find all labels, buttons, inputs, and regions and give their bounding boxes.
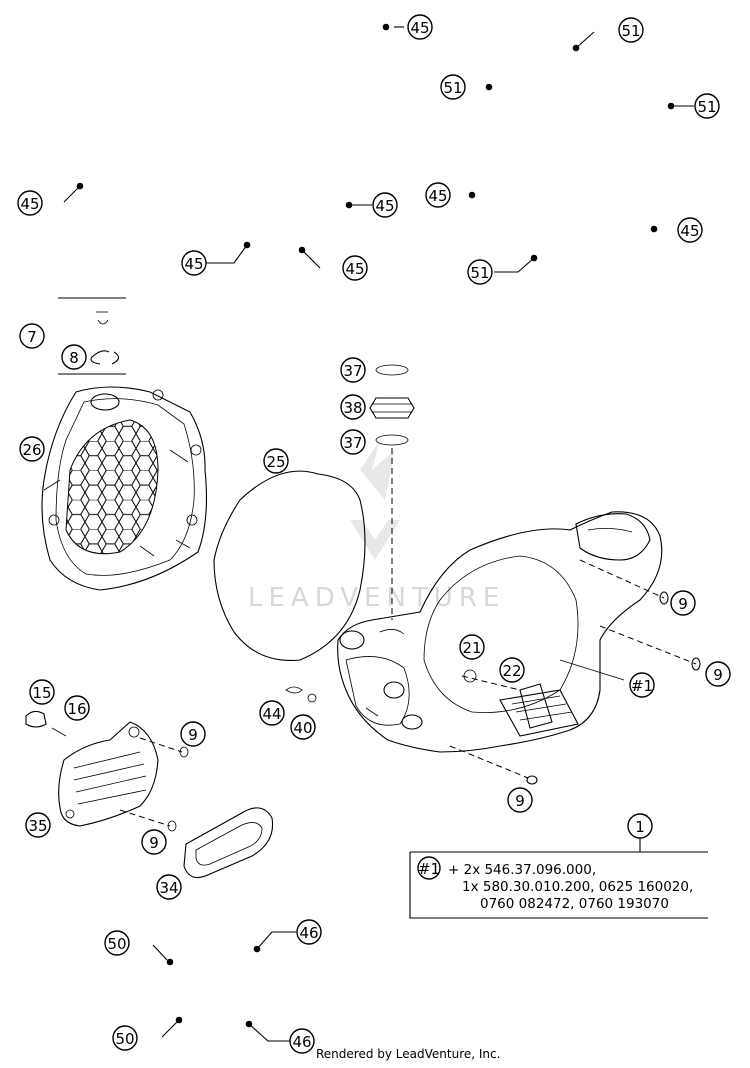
svg-text:9: 9 [188,726,198,744]
callout-51: 51 [618,17,644,43]
callout-45: 45 [425,182,451,208]
watermark-logo [350,440,400,560]
footer-credit: Rendered by LeadVenture, Inc. [316,1047,500,1061]
svg-text:22: 22 [502,662,521,680]
callout-1: 1 [627,813,653,839]
callout-9: 9 [670,590,696,616]
callout-46: 46 [289,1028,315,1054]
svg-text:#1: #1 [631,677,653,695]
callout-9: 9 [705,661,731,687]
note-line-2: 1x 580.30.010.200, 0625 160020, [462,879,693,895]
svg-text:46: 46 [299,924,318,942]
svg-text:1: 1 [635,818,645,836]
svg-text:16: 16 [67,700,86,718]
svg-text:9: 9 [713,666,723,684]
part-15-16 [25,710,67,737]
callout-50: 50 [112,1025,138,1051]
svg-text:#1: #1 [418,860,440,878]
svg-text:21: 21 [462,639,481,657]
svg-text:25: 25 [266,453,285,471]
svg-text:45: 45 [20,195,39,213]
callout-40: 40 [290,714,316,740]
svg-text:37: 37 [343,362,362,380]
svg-text:51: 51 [621,22,640,40]
callout-7: 7 [19,323,45,349]
callout-37: 37 [340,429,366,455]
leader-lines [63,23,694,1042]
note-line-1: + 2x 546.37.096.000, [448,862,596,878]
part-25-gasket [213,470,366,661]
callout-26: 26 [19,436,45,462]
callout-38: 38 [340,394,366,420]
callout-50: 50 [104,930,130,956]
part-35-cover [58,721,189,832]
svg-text:7: 7 [27,328,37,346]
svg-text:45: 45 [410,19,429,37]
note-line-3: 0760 082472, 0760 193070 [480,896,669,912]
svg-text:34: 34 [159,879,178,897]
note-box: #1 + 2x 546.37.096.000, 1x 580.30.010.20… [409,851,708,919]
svg-text:40: 40 [293,719,312,737]
svg-text:45: 45 [375,197,394,215]
callout-44: 44 [259,700,285,726]
svg-text:45: 45 [345,260,364,278]
svg-text:45: 45 [428,187,447,205]
callout-hash-1: #1 [629,672,655,698]
svg-text:46: 46 [292,1033,311,1051]
callout-51: 51 [440,74,466,100]
svg-text:50: 50 [115,1030,134,1048]
svg-text:26: 26 [22,441,41,459]
svg-text:45: 45 [184,255,203,273]
callout-45: 45 [372,192,398,218]
svg-text:45: 45 [680,222,699,240]
callout-51: 51 [467,259,493,285]
part-26-cover [41,386,208,591]
callout-9: 9 [141,829,167,855]
callout-45: 45 [407,14,433,40]
callout-45: 45 [181,250,207,276]
callout-45: 45 [342,255,368,281]
svg-text:51: 51 [697,98,716,116]
callout-15: 15 [29,679,55,705]
svg-text:51: 51 [470,264,489,282]
callout-16: 16 [64,695,90,721]
callout-8: 8 [61,344,87,370]
svg-text:8: 8 [69,349,79,367]
part-44-40 [285,686,317,703]
callout-21: 21 [459,634,485,660]
callout-45: 45 [17,190,43,216]
callout-9: 9 [507,787,533,813]
svg-text:38: 38 [343,399,362,417]
svg-text:50: 50 [107,935,126,953]
callout-22: 22 [499,657,525,683]
crankcase-housing [337,511,701,785]
callout-9: 9 [180,721,206,747]
callout-37: 37 [340,357,366,383]
svg-text:51: 51 [443,79,462,97]
part-34-gasket [183,807,274,879]
svg-text:44: 44 [262,705,281,723]
callout-45: 45 [677,217,703,243]
part-37-38-stack [369,364,415,620]
svg-text:9: 9 [678,595,688,613]
svg-text:15: 15 [32,684,51,702]
callout-25: 25 [263,448,289,474]
note-badge: #1 [417,856,441,880]
svg-text:37: 37 [343,434,362,452]
svg-text:9: 9 [149,834,159,852]
callout-51: 51 [694,93,720,119]
part-7-8-group [58,297,126,375]
svg-text:35: 35 [28,817,47,835]
watermark-text: LEADVENTURE [248,583,505,613]
callout-46: 46 [296,919,322,945]
callout-35: 35 [25,812,51,838]
callout-34: 34 [156,874,182,900]
svg-text:9: 9 [515,792,525,810]
